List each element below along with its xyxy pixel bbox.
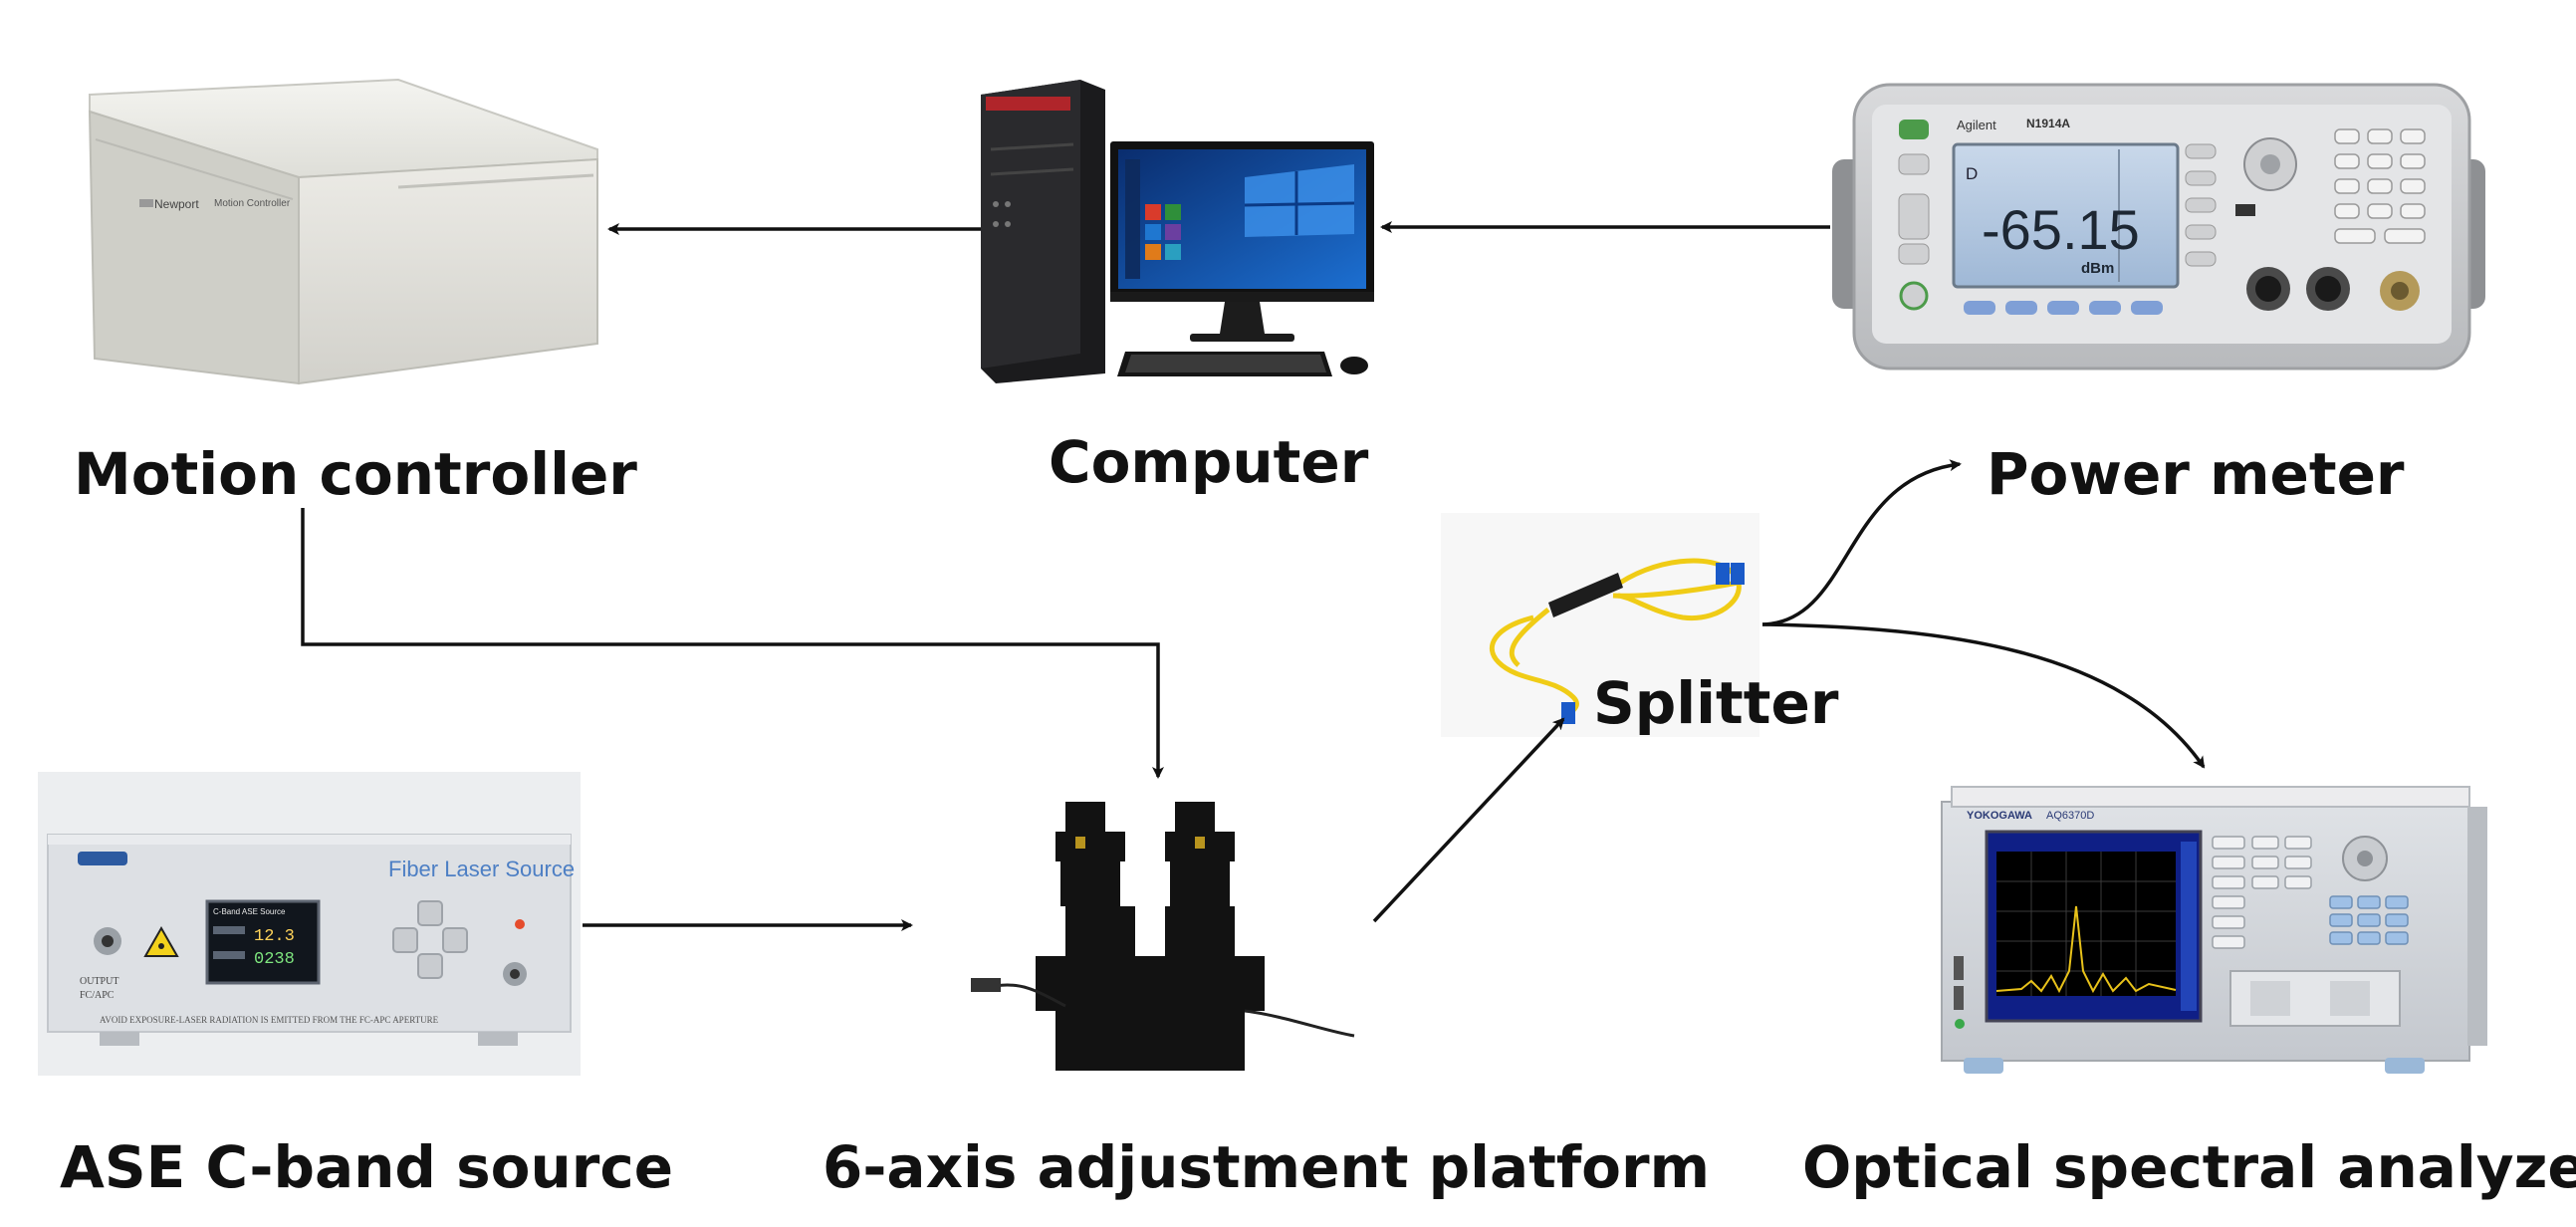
motion-controller-text: Motion Controller xyxy=(214,198,291,209)
power-meter-unit: dBm xyxy=(2081,260,2114,277)
osa-model: AQ6370D xyxy=(2046,810,2094,822)
ase-source-label: ASE C-band source xyxy=(60,1133,674,1201)
motion-controller-device: Newport Motion Controller xyxy=(88,78,598,385)
arrow-splitter-to-power-meter xyxy=(1761,459,1962,626)
arrow-platform-to-splitter xyxy=(1372,717,1565,923)
power-meter-model: N1914A xyxy=(2026,117,2070,130)
ase-source-device: Fiber Laser Source OUTPUT FC/APC C-Band … xyxy=(38,772,581,1076)
computer-label: Computer xyxy=(1049,428,1369,496)
ase-screen-value-2: 0238 xyxy=(254,950,295,969)
power-meter-device: D -65.15 dBm Agilent N1914A xyxy=(1832,83,2485,370)
osa-device: YOKOGAWA AQ6370D xyxy=(1941,786,2487,1074)
osa-brand: YOKOGAWA xyxy=(1967,810,2032,822)
ase-warning-text: AVOID EXPOSURE-LASER RADIATION IS EMITTE… xyxy=(100,1015,439,1025)
splitter-label: Splitter xyxy=(1593,669,1839,737)
ase-screen-title: C-Band ASE Source xyxy=(213,907,286,916)
power-meter-reading: -65.15 xyxy=(1982,198,2140,261)
ase-source-title: Fiber Laser Source xyxy=(388,857,575,881)
power-meter-brand: Agilent xyxy=(1957,118,1996,132)
power-meter-channel: D xyxy=(1966,164,1978,183)
ase-screen-value-1: 12.3 xyxy=(254,927,295,946)
ase-connector-label: FC/APC xyxy=(80,990,115,1001)
splitter-device xyxy=(1441,513,1759,737)
arrow-motion-controller-to-platform xyxy=(301,508,1164,779)
osa-label: Optical spectral analyzer xyxy=(1802,1133,2576,1201)
computer-device xyxy=(981,80,1374,383)
motion-controller-brand: Newport xyxy=(154,197,199,211)
platform-label: 6-axis adjustment platform xyxy=(822,1133,1711,1201)
motion-controller-label: Motion controller xyxy=(74,440,637,508)
power-meter-label: Power meter xyxy=(1987,440,2405,508)
arrow-splitter-to-osa xyxy=(1761,622,2206,769)
six-axis-platform-device xyxy=(971,802,1355,1071)
ase-output-label: OUTPUT xyxy=(80,976,118,987)
